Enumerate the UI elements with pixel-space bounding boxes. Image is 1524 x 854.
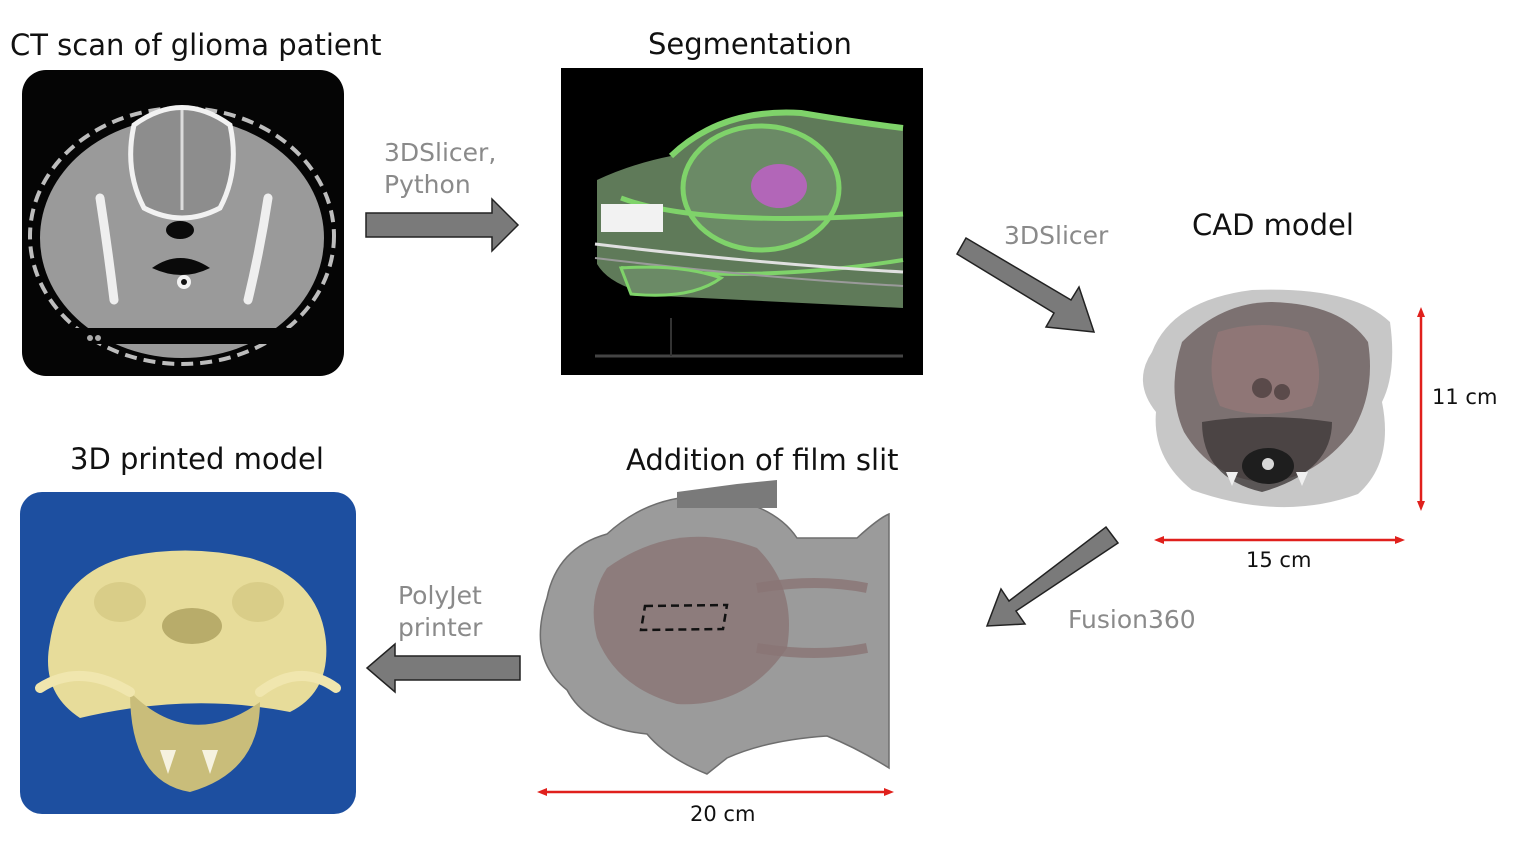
tool-label-fusion360: Fusion360: [1068, 604, 1196, 636]
arrow-right-icon: [365, 197, 520, 253]
tool-label-line: printer: [398, 613, 483, 642]
ct-scan-image: [22, 70, 344, 376]
tool-label-line: 3DSlicer: [1004, 221, 1109, 250]
tool-label-3dslicer: 3DSlicer: [1004, 220, 1108, 252]
tool-label-3dslicer-python: 3DSlicer, Python: [384, 137, 496, 201]
cad-width-label: 15 cm: [1246, 548, 1312, 572]
tool-label-line: Fusion360: [1068, 605, 1196, 634]
printed-model-photo: [20, 492, 356, 814]
printed-model-title: 3D printed model: [70, 442, 324, 476]
slit-width-label: 20 cm: [690, 802, 756, 826]
cad-height-label: 11 cm: [1432, 385, 1498, 409]
tool-label-line: Python: [384, 170, 471, 199]
tool-label-polyjet-printer: PolyJet printer: [398, 580, 482, 644]
arrow-down-right-icon: [955, 236, 1096, 333]
cad-model-title: CAD model: [1192, 208, 1354, 242]
film-slit-title: Addition of film slit: [626, 443, 899, 477]
arrow-left-icon: [365, 642, 521, 694]
film-slit-outline: [639, 603, 729, 632]
film-slit-image: [539, 480, 890, 775]
segmentation-title: Segmentation: [648, 27, 852, 61]
arrow-down-left-icon: [985, 525, 1120, 627]
tool-label-line: PolyJet: [398, 581, 482, 610]
ct-scan-title: CT scan of glioma patient: [10, 28, 382, 62]
cad-model-image: [1142, 289, 1393, 508]
tool-label-line: 3DSlicer,: [384, 138, 497, 167]
segmentation-image: [561, 68, 923, 375]
